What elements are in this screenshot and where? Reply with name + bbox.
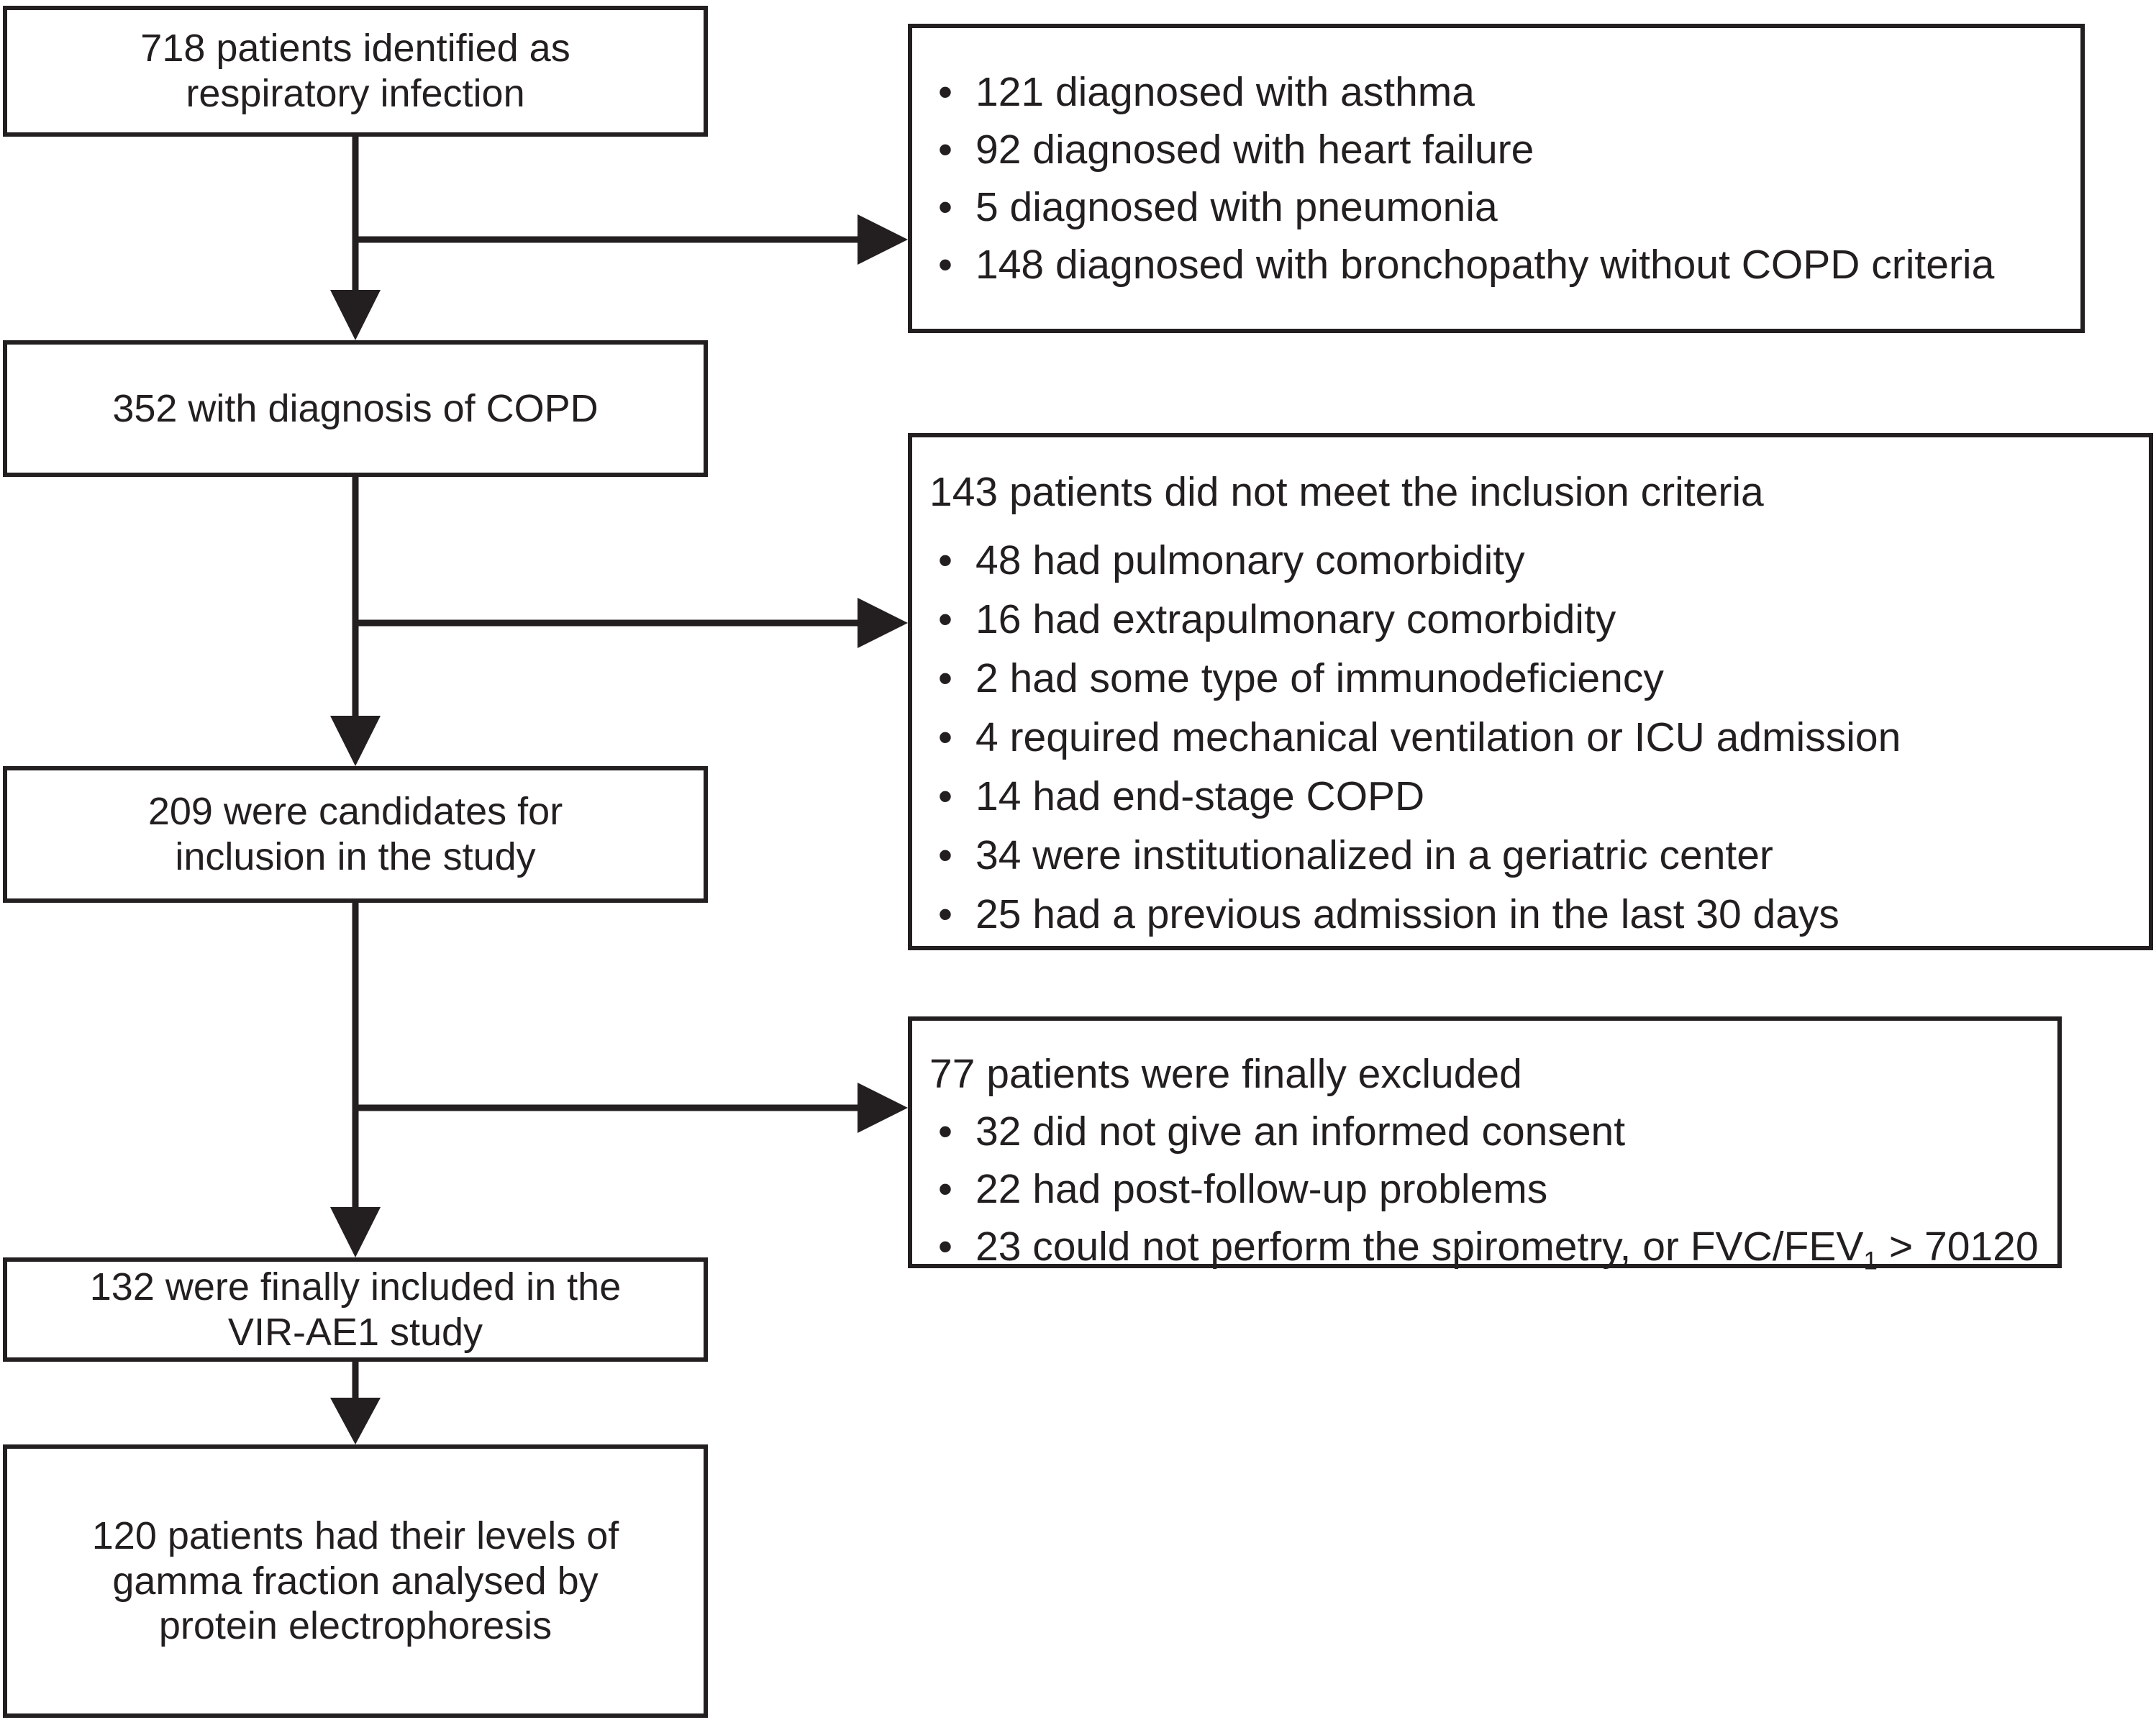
list-item: 5 diagnosed with pneumonia <box>912 178 2080 236</box>
flow-box-text: 718 patients identified as respiratory i… <box>140 27 570 115</box>
exclusion-list: 121 diagnosed with asthma 92 diagnosed w… <box>912 63 2080 293</box>
list-item: 14 had end-stage COPD <box>912 767 2149 826</box>
down-arrowhead-icon <box>330 290 381 340</box>
list-item: 34 were institutionalized in a geriatric… <box>912 826 2149 885</box>
flow-box-text: 352 with diagnosis of COPD <box>112 386 599 430</box>
side-box-header: 77 patients were finally excluded <box>929 1051 1522 1097</box>
side-box-finally-excluded: 77 patients were finally excluded 32 did… <box>908 1016 2062 1275</box>
list-item-text: 23 could not perform the spirometry, or … <box>975 1224 1864 1270</box>
flow-box-text: 132 were finally included in the VIR-AE1… <box>89 1265 622 1354</box>
exclusion-list: 48 had pulmonary comorbidity 16 had extr… <box>912 531 2149 944</box>
list-item-text: > 70120 <box>1878 1224 2039 1270</box>
flow-box-included: 132 were finally included in the VIR-AE1… <box>3 1257 708 1362</box>
exclusion-list: 32 did not give an informed consent 22 h… <box>912 1103 2057 1275</box>
list-item: 92 diagnosed with heart failure <box>912 121 2080 178</box>
flow-box-candidates: 209 were candidates for inclusion in the… <box>3 766 708 903</box>
down-arrowhead-icon <box>330 1207 381 1257</box>
list-item: 4 required mechanical ventilation or ICU… <box>912 708 2149 767</box>
flow-box-text: 120 patients had their levels of gamma f… <box>91 1514 619 1648</box>
flow-box-copd-diagnosis: 352 with diagnosis of COPD <box>3 340 708 477</box>
fev1-subscript: 1 <box>1863 1247 1878 1275</box>
flow-box-gamma-analysed: 120 patients had their levels of gamma f… <box>3 1444 708 1718</box>
right-arrowhead-icon <box>858 1083 908 1133</box>
list-item: 32 did not give an informed consent <box>912 1103 2057 1160</box>
list-item: 48 had pulmonary comorbidity <box>912 531 2149 590</box>
list-item: 2 had some type of immunodeficiency <box>912 649 2149 708</box>
list-item: 148 diagnosed with bronchopathy without … <box>912 236 2080 293</box>
right-arrowhead-icon <box>858 598 908 648</box>
side-box-other-diagnoses: 121 diagnosed with asthma 92 diagnosed w… <box>908 24 2085 333</box>
list-item: 22 had post-follow-up problems <box>912 1160 2057 1218</box>
list-item: 121 diagnosed with asthma <box>912 63 2080 121</box>
flow-box-text: 209 were candidates for inclusion in the… <box>147 790 563 878</box>
flow-box-identified: 718 patients identified as respiratory i… <box>3 6 708 137</box>
list-item: 16 had extrapulmonary comorbidity <box>912 590 2149 649</box>
right-arrowhead-icon <box>858 214 908 265</box>
list-item: 25 had a previous admission in the last … <box>912 885 2149 944</box>
side-box-not-meeting-criteria: 143 patients did not meet the inclusion … <box>908 433 2153 950</box>
list-item: 23 could not perform the spirometry, or … <box>912 1218 2057 1275</box>
down-arrowhead-icon <box>330 1398 381 1444</box>
down-arrowhead-icon <box>330 716 381 766</box>
side-box-header: 143 patients did not meet the inclusion … <box>929 469 1764 515</box>
